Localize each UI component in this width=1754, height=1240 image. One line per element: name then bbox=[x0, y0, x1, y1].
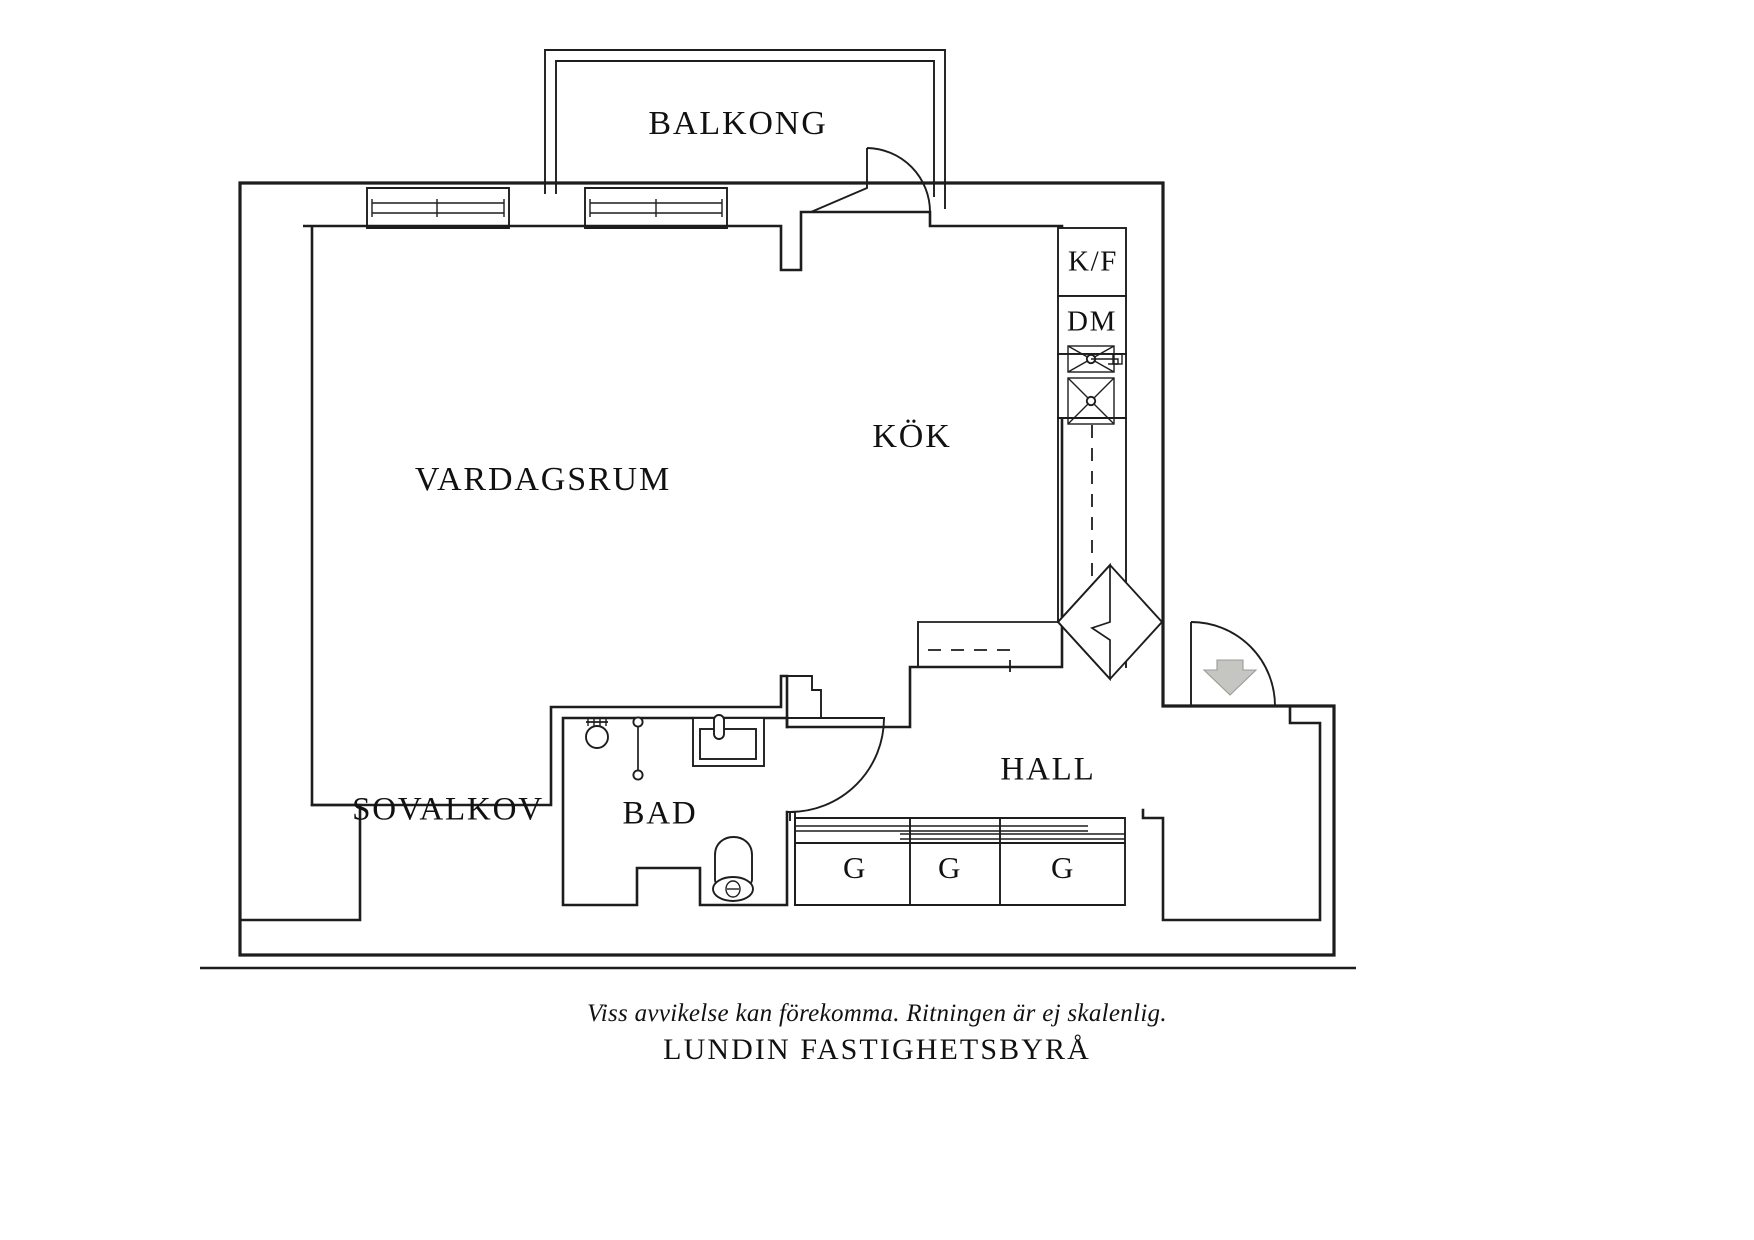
wash-basin bbox=[692, 714, 765, 767]
footer-disclaimer: Viss avvikelse kan förekomma. Ritningen … bbox=[587, 1000, 1167, 1027]
balcony-door bbox=[800, 147, 931, 213]
footer-brand: LUNDIN FASTIGHETSBYRÅ bbox=[663, 1033, 1091, 1066]
apartment-inner-wall bbox=[303, 210, 1064, 807]
apartment-outer-wall bbox=[238, 181, 1336, 957]
room-label-sovalkov: SOVALKOV bbox=[352, 791, 544, 828]
bathroom-door bbox=[789, 717, 885, 821]
room-label-vardagsrum: VARDAGSRUM bbox=[414, 461, 672, 498]
footer-block: Viss avvikelse kan förekomma. Ritningen … bbox=[0, 1000, 1754, 1067]
faucet bbox=[1112, 353, 1123, 365]
wardrobe-label-1: G bbox=[842, 850, 868, 885]
sink-drain-lower bbox=[1085, 395, 1097, 407]
kitchen-appliance-column bbox=[1057, 227, 1127, 668]
floor-drain bbox=[632, 716, 644, 781]
kitchen-lower-counter bbox=[917, 621, 1011, 672]
room-label-hall: HALL bbox=[1000, 751, 1096, 788]
entrance-door bbox=[1190, 621, 1276, 707]
corner-counter bbox=[918, 562, 1164, 682]
toilet bbox=[712, 836, 754, 902]
wardrobe-label-3: G bbox=[1050, 850, 1076, 885]
room-label-balkong: BALKONG bbox=[648, 105, 828, 142]
sovalkov-nook-wall bbox=[238, 803, 362, 922]
entrance-arrow bbox=[1202, 659, 1258, 696]
appliance-label-fridge-freezer: K/F bbox=[1068, 245, 1118, 278]
basin-faucet bbox=[713, 714, 725, 740]
bathroom-walls bbox=[561, 675, 822, 907]
room-label-bad: BAD bbox=[622, 795, 698, 832]
wardrobe-label-2: G bbox=[937, 850, 963, 885]
appliance-label-dishwasher: DM bbox=[1067, 305, 1117, 338]
window-right bbox=[584, 187, 728, 229]
balcony-outline bbox=[544, 49, 946, 209]
shower-head bbox=[585, 719, 609, 749]
shower-basin bbox=[585, 725, 609, 749]
window-left bbox=[366, 187, 510, 229]
room-label-kok: KÖK bbox=[872, 418, 952, 455]
sink-basin-lower bbox=[1067, 377, 1115, 425]
basin-bowl bbox=[699, 728, 757, 760]
hall-right-wall bbox=[1141, 704, 1322, 922]
hall-wardrobes bbox=[786, 811, 1126, 906]
